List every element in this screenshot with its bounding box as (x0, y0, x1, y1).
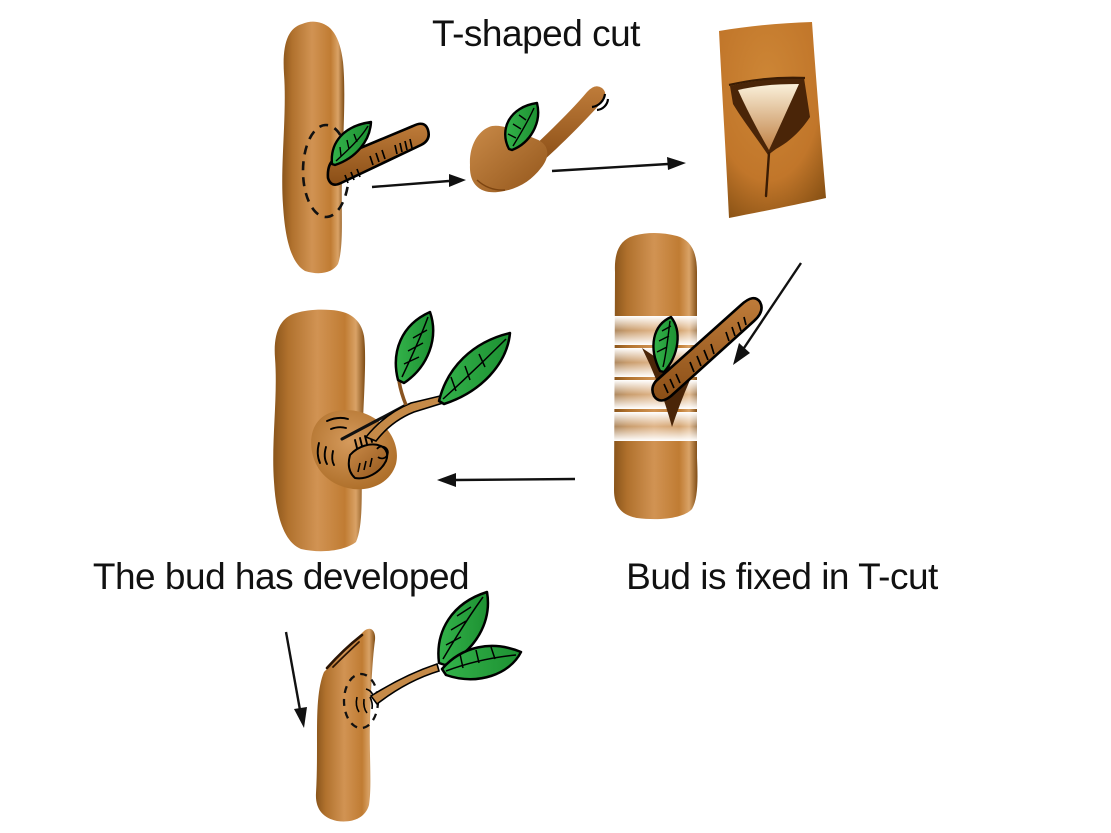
leaf-veins (401, 316, 429, 378)
exposed-cambium (738, 84, 799, 150)
arrow-shaft (551, 162, 669, 173)
arrow-shaft (455, 477, 576, 482)
figure-bud-wrapped (602, 233, 763, 520)
figure-stock-headed (315, 590, 523, 822)
bud-stub (526, 86, 606, 165)
arrow-shaft (743, 262, 802, 349)
arrow-down-to-headed-stock (284, 631, 307, 728)
arrow-t-cut-to-wrapped (733, 262, 802, 365)
leaf (504, 101, 540, 152)
bud-branch (326, 122, 430, 186)
figure-t-cut-bark (719, 22, 826, 218)
union-scar-hatching (355, 688, 374, 714)
figure-bud-developed (273, 309, 512, 552)
horizontal-cut-line (728, 76, 806, 87)
diagram-title: T-shaped cut (432, 13, 641, 54)
arrow-shaft (284, 631, 302, 711)
top-cut-rim-inner (332, 641, 360, 668)
caption-bud-fixed: Bud is fixed in T-cut (626, 556, 939, 597)
shoot-stem (369, 662, 440, 706)
leaf-veins (507, 107, 535, 147)
leaf-veins (442, 596, 484, 660)
figure-excised-bud (469, 86, 610, 193)
bud-stub-branch (651, 296, 763, 402)
shield-shading (476, 179, 506, 191)
leaf-stem (397, 380, 408, 406)
leaf-veins (445, 646, 517, 672)
arrow-head (667, 157, 686, 170)
stub-cut-arcs (591, 93, 610, 112)
arrow-head (733, 343, 750, 365)
leaf (652, 315, 679, 374)
arrow-shaft (371, 179, 450, 189)
arrow-head (449, 174, 466, 187)
leaf-veins (442, 338, 507, 400)
bud-shield (469, 125, 548, 193)
branch-bark-ticks (344, 138, 413, 184)
leaf (440, 644, 523, 681)
arrow-head (294, 707, 307, 728)
arrow-head (437, 473, 456, 487)
caption-bud-developed: The bud has developed (93, 556, 469, 597)
stub-spiral (376, 445, 389, 460)
vertical-cut-slit (764, 151, 771, 198)
arrow-branch-to-excised-bud (371, 174, 466, 189)
wrap-band (603, 412, 709, 441)
leaf (330, 120, 373, 167)
leaf-veins (656, 320, 672, 368)
arrow-excised-bud-to-t-cut (551, 157, 686, 173)
branch-bark-ticks (663, 316, 747, 394)
arrow-wrapped-to-developed (437, 473, 576, 487)
stub-ticks (357, 457, 373, 473)
figure-branch-with-bud (282, 21, 430, 274)
stock-trunk-cut-top (315, 628, 376, 822)
stock-trunk (282, 21, 345, 274)
leaf-veins (335, 125, 369, 162)
top-cut-rim (325, 633, 364, 670)
